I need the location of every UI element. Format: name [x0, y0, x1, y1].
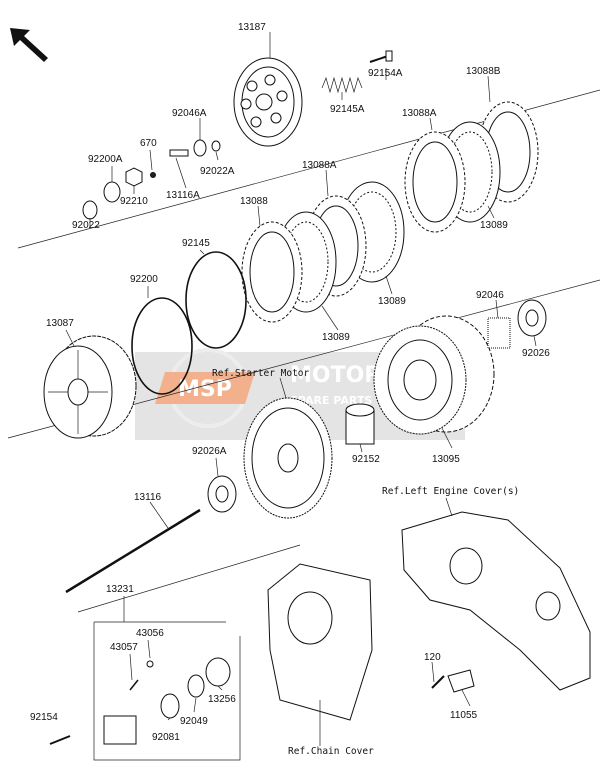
reference-labels: Ref.Starter Motor Ref.Left Engine Cover(… — [212, 368, 519, 757]
label-13095: 13095 — [432, 454, 460, 465]
label-13231: 13231 — [106, 584, 134, 595]
clutch-housing-13095 — [373, 315, 495, 435]
label-13088B: 13088B — [466, 66, 501, 77]
label-92154A: 92154A — [368, 68, 403, 79]
label-92026A: 92026A — [192, 446, 227, 457]
label-92026: 92026 — [522, 348, 550, 359]
label-13116A: 13116A — [166, 190, 200, 201]
label-13088A-top: 13088A — [402, 108, 437, 119]
friction-plate-13088A-upper — [404, 131, 466, 233]
label-92046: 92046 — [476, 290, 504, 301]
bolt-92154A — [369, 50, 393, 63]
label-120: 120 — [424, 652, 441, 663]
label-92022: 92022 — [72, 220, 100, 231]
ref-starter-motor: Ref.Starter Motor — [212, 368, 310, 379]
label-13087: 13087 — [46, 318, 74, 329]
release-mechanism-13231 — [49, 621, 241, 761]
starter-gear — [243, 397, 333, 519]
label-43057: 43057 — [110, 642, 138, 653]
ref-chain-cover: Ref.Chain Cover — [288, 746, 374, 757]
label-92145A: 92145A — [330, 104, 365, 115]
arrow-up-left-icon — [10, 28, 48, 62]
label-13256: 13256 — [208, 694, 236, 705]
label-13089-lower: 13089 — [322, 332, 350, 343]
push-rod-13116 — [65, 508, 201, 594]
spring-92145A — [321, 76, 363, 94]
label-13187: 13187 — [238, 22, 266, 33]
part-labels: 13187 92154A 13088B 92046A 92145A 13088A… — [30, 22, 550, 743]
label-13116: 13116 — [134, 492, 162, 503]
label-13088: 13088 — [240, 196, 268, 207]
label-11055: 11055 — [450, 710, 478, 721]
label-92210: 92210 — [120, 196, 148, 207]
msp-logo-icon — [155, 348, 255, 428]
label-92145: 92145 — [182, 238, 210, 249]
label-670: 670 — [140, 138, 157, 149]
label-13089-right: 13089 — [480, 220, 508, 231]
washer-92026A — [207, 475, 237, 513]
clutch-hub-13087 — [43, 335, 137, 439]
friction-plate-13088 — [241, 221, 303, 323]
left-engine-cover — [401, 511, 591, 691]
small-hardware — [82, 139, 221, 220]
leader-lines — [65, 32, 537, 721]
label-92200A: 92200A — [88, 154, 123, 165]
watermark-word-motor: MOTOR — [290, 363, 381, 388]
pressure-plate-13187 — [233, 57, 303, 147]
label-92152: 92152 — [352, 454, 380, 465]
label-13089-middle: 13089 — [378, 296, 406, 307]
bracket-11055 — [431, 669, 475, 693]
needle-bearing-92046 — [487, 317, 511, 349]
watermark-brand: MSP — [178, 377, 232, 402]
label-43056: 43056 — [136, 628, 164, 639]
label-92022A: 92022A — [200, 166, 235, 177]
o-ring-92200 — [131, 297, 193, 395]
collar-92152 — [345, 403, 375, 445]
chain-cover — [267, 563, 373, 721]
label-92046A: 92046A — [172, 108, 207, 119]
label-92200: 92200 — [130, 274, 158, 285]
label-92154: 92154 — [30, 712, 58, 723]
washer-92026 — [517, 299, 547, 337]
ref-left-engine-cover: Ref.Left Engine Cover(s) — [382, 486, 519, 497]
watermark-word-spare-parts: SPARE PARTS — [290, 394, 372, 407]
label-92049: 92049 — [180, 716, 208, 727]
label-92081: 92081 — [152, 732, 180, 743]
label-13088A-middle: 13088A — [302, 160, 337, 171]
o-ring-92145 — [185, 251, 247, 349]
